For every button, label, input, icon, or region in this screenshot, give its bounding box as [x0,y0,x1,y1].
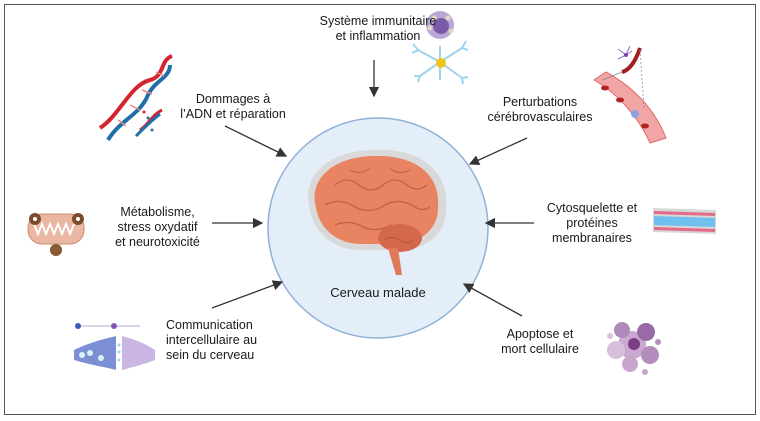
brain-icon [308,149,447,275]
label-line: et neurotoxicité [115,235,200,249]
dna-helix-icon [98,54,173,142]
synapse-icon [74,323,155,370]
arrow-vascular [468,137,528,165]
label-vascular: Perturbations cérébrovasculaires [470,95,610,125]
label-line: Perturbations [502,95,578,109]
blood-vessel-icon [593,45,667,144]
cytoskeleton-fiber-icon [653,208,716,234]
arrow-dna [224,125,288,157]
label-immune: Système immunitaire et inflammation [283,14,473,44]
label-line: et inflammation [335,29,421,43]
label-line: Métabolisme, [120,205,195,219]
label-line: mort cellulaire [501,342,579,356]
center-label: Cerveau malade [330,285,426,300]
label-line: intercellulaire au [166,333,258,347]
apoptotic-cell-icon [607,322,661,375]
label-line: cérébrovasculaires [487,110,593,124]
label-line: protéines [566,216,618,230]
label-dna: Dommages à l’ADN et réparation [168,92,298,122]
mitochondrion-icon [27,213,85,256]
label-line: stress oxydatif [117,220,198,234]
label-apoptosis: Apoptose et mort cellulaire [490,327,590,357]
label-line: Dommages à [195,92,271,106]
label-line: Communication [166,318,253,332]
arrow-apoptosis [462,283,523,317]
label-line: Cytosquelette et [546,201,638,215]
label-line: Apoptose et [506,327,574,341]
label-line: sein du cerveau [166,348,255,362]
label-line: membranaires [552,231,632,245]
label-cytoskeleton: Cytosquelette et protéines membranaires [537,201,647,246]
immune-cells-icon [411,11,469,85]
arrow-communication [211,280,284,309]
label-metabolism: Métabolisme, stress oxydatif et neurotox… [100,205,215,250]
label-communication: Communication intercellulaire au sein du… [166,318,286,363]
label-line: l’ADN et réparation [180,107,286,121]
label-line: Système immunitaire [319,14,437,28]
